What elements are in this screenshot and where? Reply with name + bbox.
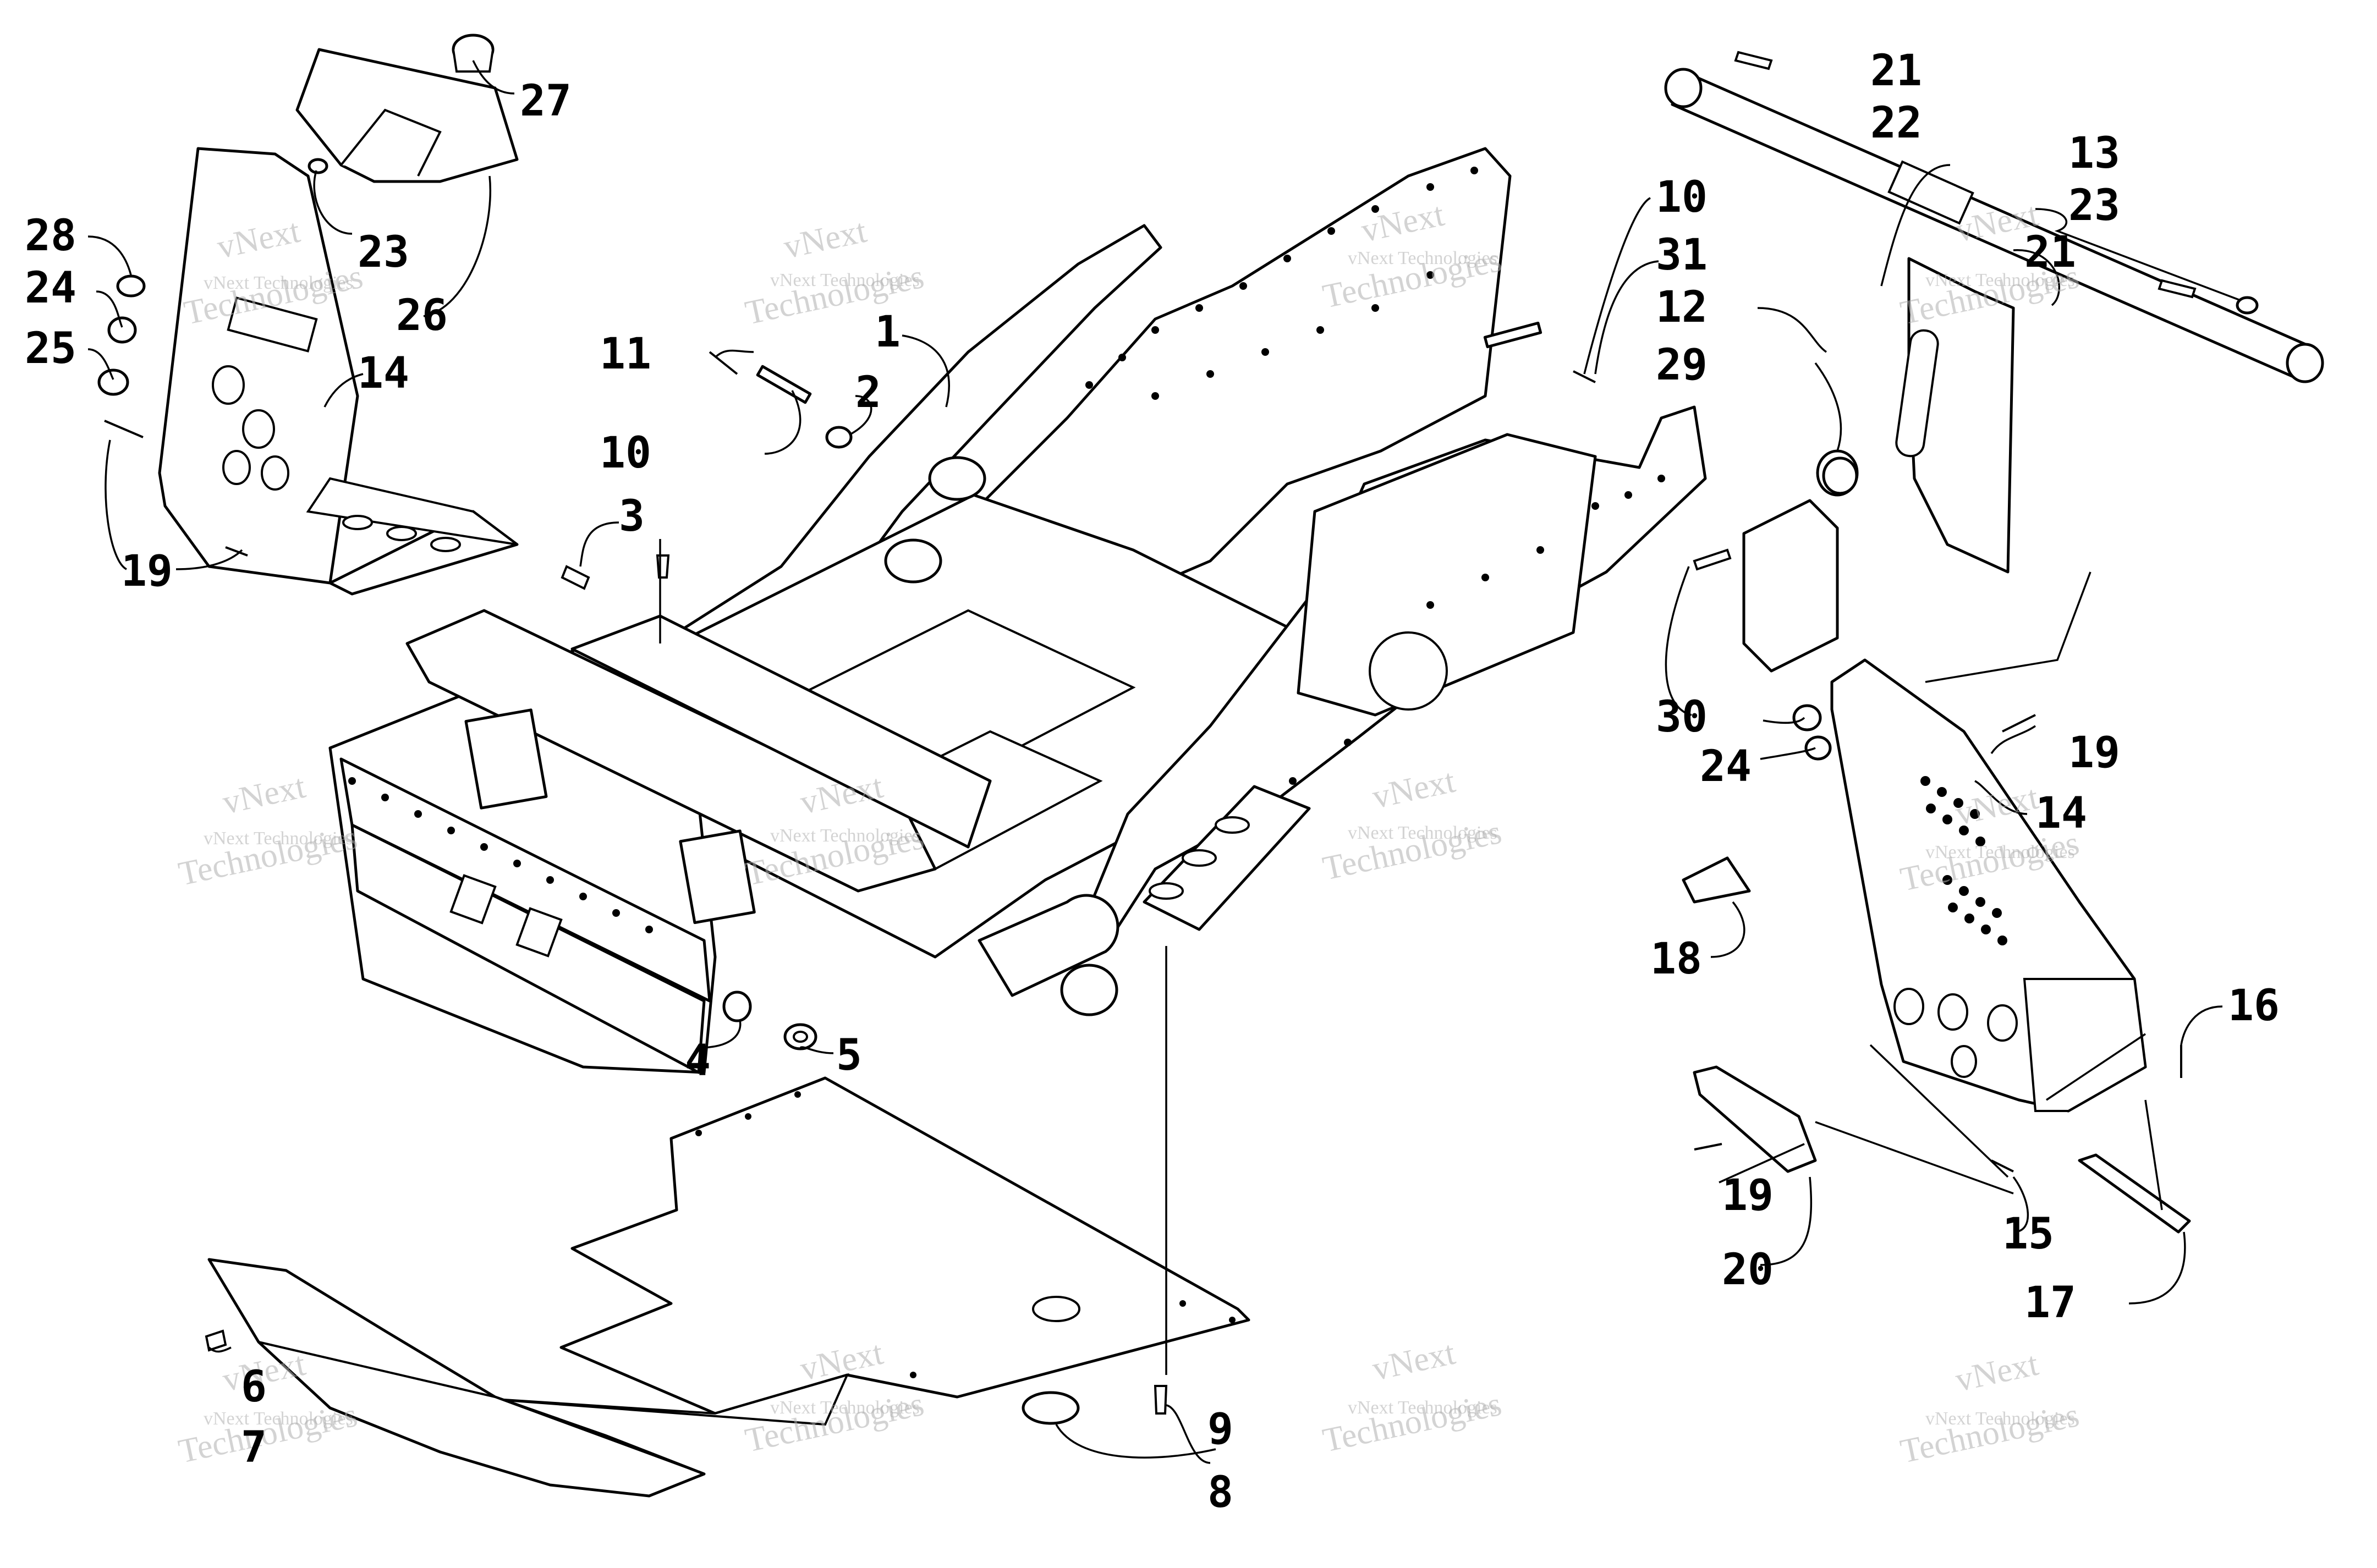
- callout-label: 19: [1722, 1171, 1774, 1220]
- steering-bar-22: [1664, 68, 2324, 383]
- callout-label: 16: [2228, 981, 2280, 1031]
- callout-label: 11: [600, 329, 651, 379]
- watermark-text: vNext Technologies: [1925, 1409, 2075, 1429]
- callout-label: 12: [1656, 283, 1708, 332]
- leader-lines: [87, 60, 2239, 1464]
- callout-label: 29: [1656, 340, 1708, 390]
- watermark-text: vNext Technologies: [770, 1398, 920, 1418]
- callout-label: 3: [619, 492, 645, 541]
- callout-label: 24: [1700, 742, 1752, 791]
- callout-label: 5: [836, 1031, 862, 1080]
- watermark-text: vNext Technologies: [770, 826, 920, 846]
- front-skid: [207, 1258, 706, 1498]
- callout-label: 7: [241, 1423, 267, 1472]
- watermark-text: vNext Technologies: [1348, 1398, 1497, 1418]
- callout-label: 9: [1207, 1405, 1233, 1454]
- grommet-29: [1822, 456, 1858, 495]
- footrest-right: [1830, 658, 2147, 1113]
- watermark-text: Technologies: [1897, 1396, 2083, 1471]
- callout-label: 14: [2035, 789, 2087, 838]
- callout-label: 21: [2024, 228, 2076, 277]
- callout-label: 8: [1207, 1468, 1233, 1517]
- strap-17: [2078, 1153, 2191, 1234]
- callout-label: 24: [25, 263, 76, 313]
- callout-label: 28: [25, 211, 76, 261]
- watermark-text: vNext: [219, 768, 309, 822]
- watermark-text: vNext Technologies: [1925, 270, 2075, 290]
- front-frame-holes: [348, 777, 653, 933]
- callout-label: 13: [2068, 129, 2120, 178]
- footrest-left: [158, 147, 519, 596]
- footrest-grip-pattern: [1920, 776, 2007, 945]
- callout-label: 19: [121, 547, 173, 596]
- callout-label: 27: [520, 76, 572, 126]
- frame-rivets: [1085, 167, 1665, 785]
- watermark-text: vNext Technologies: [770, 270, 920, 290]
- watermark-text: vNext: [781, 212, 870, 266]
- callout-label: 31: [1656, 230, 1708, 280]
- watermark-text: vNext: [1369, 762, 1458, 816]
- watermark-text: vNext Technologies: [1348, 823, 1497, 843]
- bracket-20: [1693, 1065, 1817, 1173]
- callout-label: 14: [358, 349, 409, 398]
- callout-label: 23: [2068, 181, 2120, 230]
- watermark-text: vNext Technologies: [1348, 248, 1497, 268]
- callout-label: 10: [600, 428, 651, 478]
- callout-label: 15: [2002, 1209, 2054, 1259]
- callout-label: 4: [685, 1036, 711, 1086]
- hardware: [97, 51, 2259, 1425]
- clip-18: [1682, 856, 1751, 904]
- watermark-text: vNext: [1369, 1334, 1458, 1388]
- callout-label: 19: [2068, 728, 2120, 778]
- watermark-text: vNext Technologies: [204, 828, 353, 849]
- callout-label: 20: [1722, 1245, 1774, 1295]
- callout-label: 23: [358, 228, 409, 277]
- callout-label: 26: [396, 291, 448, 340]
- watermark-text: Technologies: [1320, 1385, 1505, 1460]
- callout-label: 2: [855, 368, 881, 417]
- watermark-text: vNext: [1952, 1345, 2041, 1399]
- watermark-text: vNext Technologies: [204, 273, 353, 293]
- watermark-text: vNext Technologies: [204, 1409, 353, 1429]
- belly-pan: [462, 1076, 1250, 1426]
- watermark-text: Technologies: [175, 1396, 361, 1471]
- callout-labels: 1 2 3 4 5 6 7 8 9 10 10 11 12 13 14 14 1…: [25, 46, 2280, 1517]
- callout-label: 18: [1650, 934, 1702, 984]
- callout-label: 21: [1870, 46, 1922, 96]
- callout-label: 30: [1656, 692, 1708, 742]
- left-guard: [295, 48, 519, 183]
- front-frame: [328, 609, 992, 1074]
- callout-label: 17: [2024, 1278, 2076, 1328]
- watermark-text: vNext Technologies: [1925, 842, 2075, 862]
- callout-label: 22: [1870, 98, 1922, 148]
- callout-label: 1: [875, 307, 901, 357]
- callout-label: 25: [25, 324, 76, 373]
- callout-label: 10: [1656, 173, 1708, 222]
- bracket-12: [1895, 257, 2015, 574]
- plug-27: [452, 34, 495, 73]
- callout-label: 6: [241, 1362, 267, 1412]
